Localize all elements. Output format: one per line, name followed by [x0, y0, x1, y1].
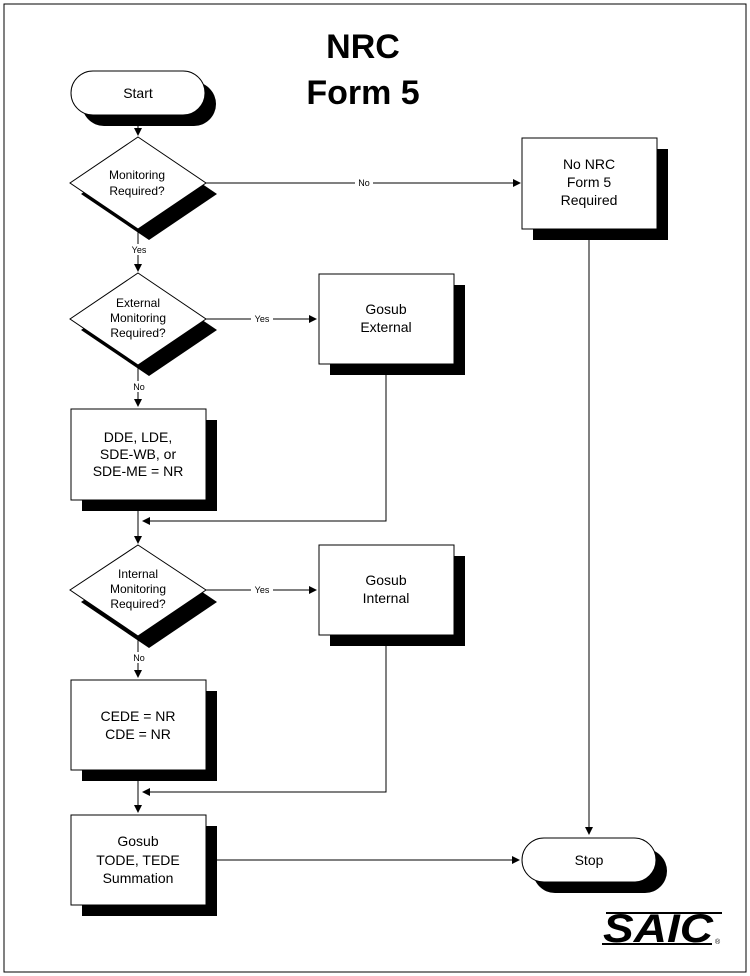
process-internal-line1: Gosub [365, 572, 406, 588]
process-tode-line3: Summation [103, 870, 174, 886]
process-gosub-internal: Gosub Internal [318, 544, 465, 646]
process-nonrc-line3: Required [561, 192, 618, 208]
process-nonrc-line2: Form 5 [567, 174, 612, 190]
page-border [3, 3, 747, 973]
process-external-line1: Gosub [365, 301, 406, 317]
edge-label-bg [128, 244, 150, 255]
process-gosub-tode: Gosub TODE, TEDE Summation [70, 814, 217, 916]
edge-label-monitoring-yes: Yes [132, 245, 147, 255]
decision-internal-line3: Required? [110, 597, 166, 611]
saic-logo-text: SAIC [603, 907, 714, 951]
start-terminator: Start [70, 70, 216, 126]
process-dde-lde: DDE, LDE, SDE-WB, or SDE-ME = NR [70, 408, 217, 511]
edge-label-bg [130, 652, 148, 663]
decision-external-line3: Required? [110, 326, 166, 340]
process-nonrc-line1: No NRC [563, 156, 615, 172]
process-cede-cde: CEDE = NR CDE = NR [70, 679, 217, 781]
edge-label-external-no: No [133, 382, 145, 392]
process-no-nrc-form5: No NRC Form 5 Required [521, 137, 668, 240]
edge-label-bg [251, 313, 273, 324]
decision-internal-line1: Internal [118, 567, 158, 581]
edge-label-bg [130, 381, 148, 392]
edge-gosub-internal-return [142, 646, 387, 796]
decision-internal-monitoring-required: Internal Monitoring Required? [69, 544, 217, 648]
edge-label-monitoring-no: No [358, 178, 370, 188]
decision-external-line2: Monitoring [110, 311, 166, 325]
process-gosub-external: Gosub External [318, 273, 465, 375]
decision-monitoring-required: Monitoring Required? [69, 136, 217, 240]
process-dde-line3: SDE-ME = NR [93, 463, 184, 479]
decision-monitoring-line1: Monitoring [109, 168, 165, 182]
edge-label-bg [355, 177, 373, 188]
decision-monitoring-line2: Required? [109, 184, 165, 198]
saic-logo: SAIC ® [602, 907, 722, 951]
process-cede-line1: CEDE = NR [100, 708, 175, 724]
process-cede-line2: CDE = NR [105, 726, 171, 742]
process-internal-line2: Internal [363, 590, 410, 606]
title-line1: NRC [326, 28, 400, 66]
edge-label-external-yes: Yes [255, 314, 270, 324]
process-dde-line2: SDE-WB, or [100, 446, 177, 462]
process-external-line2: External [360, 319, 411, 335]
edge-label-internal-no: No [133, 653, 145, 663]
stop-label: Stop [575, 852, 604, 868]
stop-terminator: Stop [521, 837, 667, 893]
process-tode-line1: Gosub [117, 833, 158, 849]
decision-internal-line2: Monitoring [110, 582, 166, 596]
edge-gosub-external-return [142, 375, 387, 525]
edge-label-internal-yes: Yes [255, 585, 270, 595]
process-tode-line2: TODE, TEDE [96, 852, 180, 868]
title-line2: Form 5 [306, 74, 419, 112]
process-dde-line1: DDE, LDE, [104, 429, 172, 445]
decision-external-line1: External [116, 296, 160, 310]
decision-external-monitoring-required: External Monitoring Required? [69, 272, 217, 376]
saic-logo-mark: ® [715, 938, 721, 946]
edge-label-bg [251, 584, 273, 595]
start-label: Start [123, 85, 153, 101]
